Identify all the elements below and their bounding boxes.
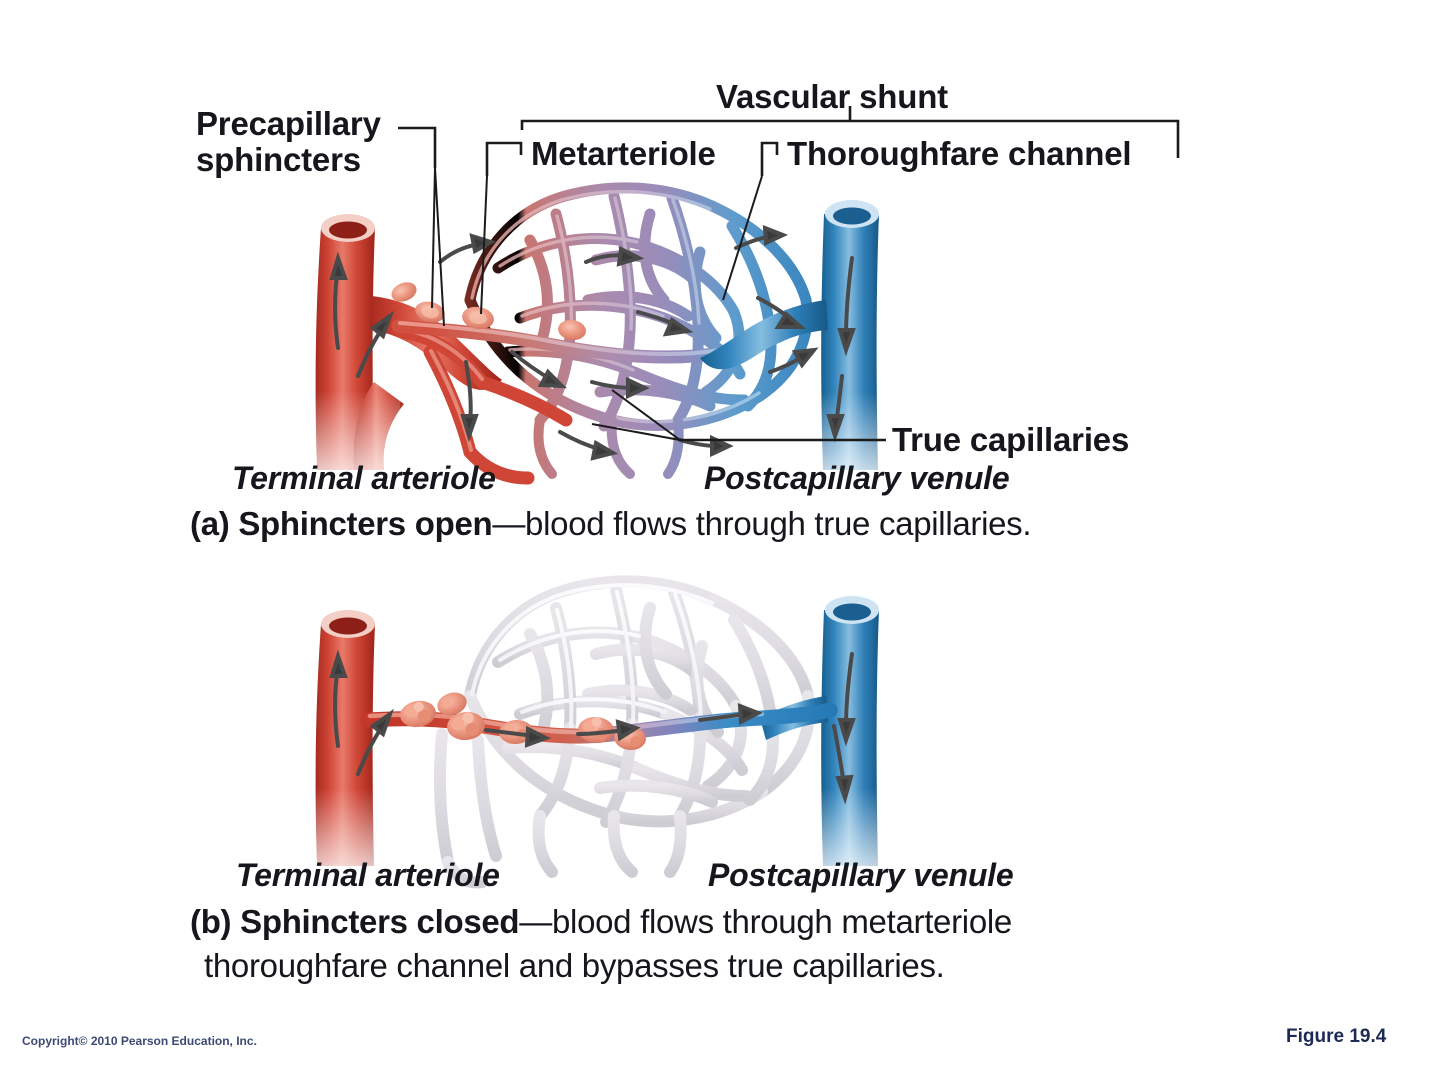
leader-true-capillaries xyxy=(591,389,886,442)
copyright-notice: Copyright© 2010 Pearson Education, Inc. xyxy=(22,1034,257,1048)
panel-b-flow-arrows xyxy=(329,649,856,805)
label-postcapillary-venule-b: Postcapillary venule xyxy=(708,857,1014,893)
caption-panel-b-line2: thoroughfare channel and bypasses true c… xyxy=(204,947,945,984)
caption-panel-a: (a) Sphincters open—blood flows through … xyxy=(190,505,1032,542)
panel-a-bed-lower-loops xyxy=(533,415,684,479)
leader-thoroughfare-channel xyxy=(760,141,779,176)
label-terminal-arteriole-a: Terminal arteriole xyxy=(232,460,496,496)
label-terminal-arteriole-b: Terminal arteriole xyxy=(236,857,500,893)
panel-a-precapillary-sphincters xyxy=(391,282,586,341)
label-postcapillary-venule-a: Postcapillary venule xyxy=(704,460,1010,496)
bracket-vascular-shunt xyxy=(520,106,1180,158)
panel-b-artwork xyxy=(300,575,904,896)
panel-b-terminal-arteriole xyxy=(300,610,400,896)
caption-panel-b-line1: (b) Sphincters closed—blood flows throug… xyxy=(190,903,1012,940)
leader-metarteriole xyxy=(485,141,523,176)
figure-number: Figure 19.4 xyxy=(1286,1026,1387,1047)
label-true-capillaries: True capillaries xyxy=(892,421,1130,458)
label-metarteriole: Metarteriole xyxy=(531,135,716,172)
panel-a-flow-arrows xyxy=(329,224,856,461)
label-vascular-shunt: Vascular shunt xyxy=(716,78,948,115)
panel-a-artwork xyxy=(300,182,904,500)
leader-precapillary-sphincters xyxy=(398,126,437,168)
leader-lines xyxy=(398,106,1180,442)
label-thoroughfare-channel: Thoroughfare channel xyxy=(787,135,1132,172)
